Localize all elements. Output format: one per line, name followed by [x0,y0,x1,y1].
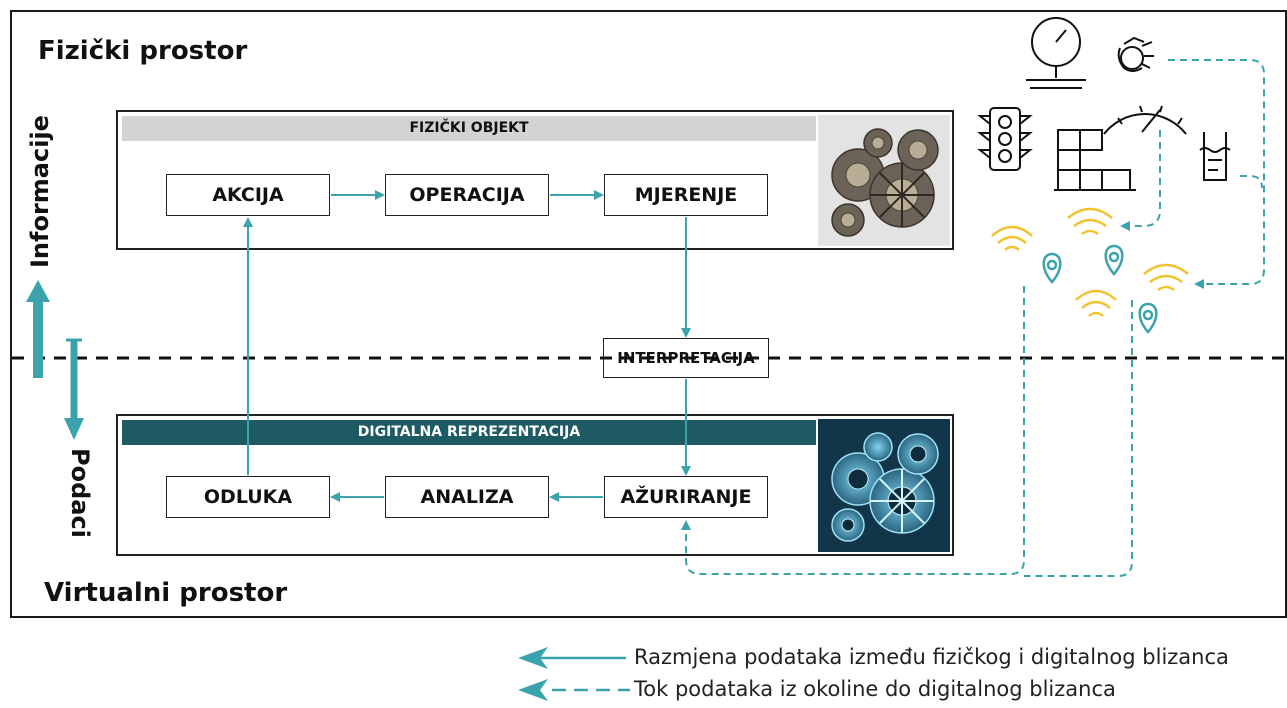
location-pin-icon [1042,244,1158,334]
boxes-icon [1054,129,1136,191]
legend-solid-label: Razmjena podataka između fizičkog i digi… [634,645,1229,669]
env-flow-right [1024,300,1133,577]
gauge-icon [1026,17,1086,89]
legend-dashed-line [518,679,630,701]
virtual-space-label: Virtualni prostor [44,578,288,608]
env-flow-bottom [681,286,1025,575]
legend-dashed-label: Tok podataka iz okoline do digitalnog bl… [634,677,1116,701]
double-arrow [64,338,84,440]
digital-gears-image [818,419,950,552]
speedometer-icon [1103,105,1187,135]
hand-sensor-icon [1117,36,1154,72]
step-azuriranje: AŽURIRANJE [604,476,768,518]
physical-space-label: Fizički prostor [38,36,248,66]
step-operacija: OPERACIJA [385,174,549,216]
up-arrow [26,280,50,378]
traffic-light-icon [977,107,1033,171]
step-akcija: AKCIJA [166,174,330,216]
env-flow-water [1240,175,1263,189]
env-flow-gauge [1120,130,1161,231]
env-flow-sensor [1168,59,1265,289]
step-mjerenje: MJERENJE [604,174,768,216]
water-level-icon [1199,132,1231,181]
step-analiza: ANALIZA [385,476,549,518]
gears-image [818,115,950,246]
physical-object-header: FIZIČKI OBJEKT [122,116,816,141]
digital-representation-header: DIGITALNA REPREZENTACIJA [122,420,816,445]
wifi-signal-icon [991,207,1189,317]
step-odluka: ODLUKA [166,476,330,518]
legend-solid-line [518,647,626,669]
